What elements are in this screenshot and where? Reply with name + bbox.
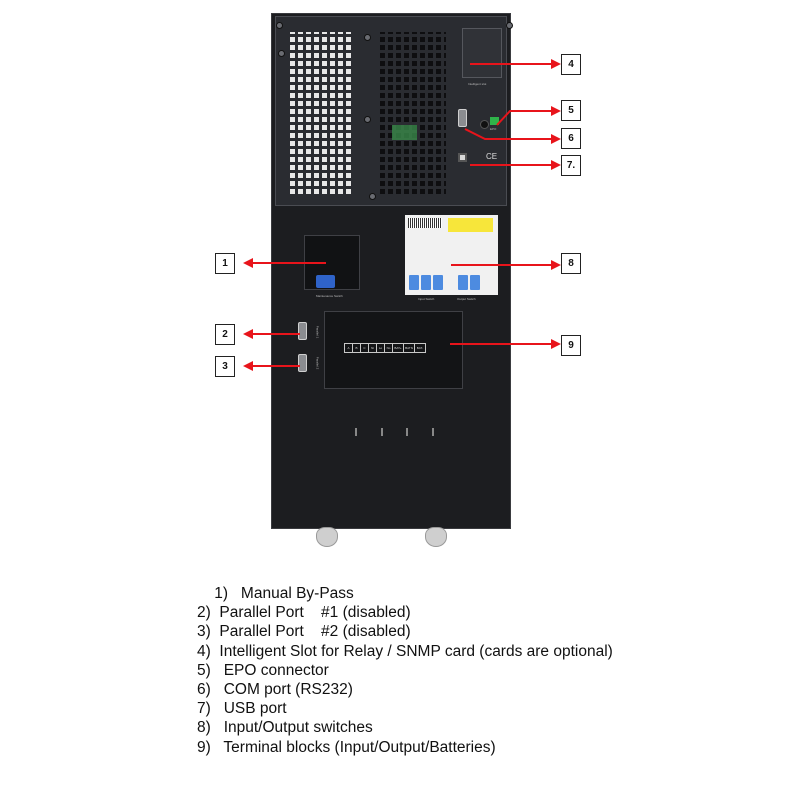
caster-wheel-right (425, 527, 447, 547)
parallel-port-2 (298, 354, 307, 372)
parallel-port-1 (298, 322, 307, 340)
legend-item-1: 1) Manual By-Pass (197, 585, 354, 602)
input-breaker (421, 275, 431, 290)
epo-connector (490, 117, 499, 125)
input-switch-label: Input Switch (418, 297, 435, 301)
intelligent-slot-cover (462, 28, 502, 78)
callout-box-2: 2 (215, 324, 235, 345)
warning-sticker (448, 218, 493, 232)
rs232-port (458, 109, 467, 127)
output-switch-label: Output Switch (457, 297, 476, 301)
output-breaker (470, 275, 480, 290)
callout-box-7: 7. (561, 155, 581, 176)
arrow-2-line (252, 333, 300, 335)
callout-box-1: 1 (215, 253, 235, 274)
caster-wheel-left (316, 527, 338, 547)
legend-item-4: 4) Intelligent Slot for Relay / SNMP car… (197, 642, 613, 660)
arrow-3-line (252, 365, 300, 367)
arrow-2-head (243, 329, 253, 339)
barcode (408, 218, 442, 228)
parallel-2-label: Parallel 2 (315, 356, 320, 370)
arrow-6 (464, 128, 561, 144)
legend-list: 1) Manual By-Pass 2) Parallel Port #1 (d… (197, 584, 613, 757)
screw (276, 22, 283, 29)
screw (369, 193, 376, 200)
legend-item-8: 8) Input/Output switches (197, 719, 373, 737)
parallel-1-label: Parallel 1 (315, 325, 320, 339)
legend-item-7: 7) USB port (197, 700, 287, 718)
mount-slot (381, 428, 383, 436)
ce-mark: CE (486, 152, 498, 161)
legend-item-9: 9) Terminal blocks (Input/Output/Batteri… (197, 738, 496, 756)
callout-box-8: 8 (561, 253, 581, 274)
legend-item-2: 2) Parallel Port #1 (disabled) (197, 604, 411, 622)
vent-grille-right (380, 32, 446, 194)
screw (506, 22, 513, 29)
intelligent-slot-label: Intelligent slot (468, 82, 487, 86)
arrow-3-head (243, 361, 253, 371)
maintenance-switch-label: Maintenance Switch (316, 294, 343, 298)
terminal-block-cover (324, 311, 463, 389)
mount-slot (355, 428, 357, 436)
callout-box-3: 3 (215, 356, 235, 377)
callout-box-6: 6 (561, 128, 581, 149)
maintenance-switch (316, 275, 335, 288)
legend-item-3: 3) Parallel Port #2 (disabled) (197, 623, 411, 641)
arrow-9-line (450, 343, 552, 345)
callout-box-5: 5 (561, 100, 581, 121)
screw (278, 50, 285, 57)
legend-item-5: 5) EPO connector (197, 661, 329, 679)
screw (364, 116, 371, 123)
arrow-7-line (470, 164, 552, 166)
mount-slot (432, 428, 434, 436)
terminal-label: BAT- (414, 343, 426, 353)
callout-box-9: 9 (561, 335, 581, 356)
input-breaker (409, 275, 419, 290)
arrow-4-head (551, 59, 561, 69)
legend-item-6: 6) COM port (RS232) (197, 681, 353, 699)
arrow-1-line (252, 262, 326, 264)
vent-grille-left (290, 32, 354, 194)
arrow-4-line (470, 63, 552, 65)
arrow-1-head (243, 258, 253, 268)
arrow-8-line (451, 264, 552, 266)
arrow-5 (496, 106, 561, 126)
usb-port (458, 153, 467, 162)
arrow-7-head (551, 160, 561, 170)
mount-slot (406, 428, 408, 436)
callout-box-4: 4 (561, 54, 581, 75)
arrow-8-head (551, 260, 561, 270)
input-breaker (433, 275, 443, 290)
screw (364, 34, 371, 41)
internal-pcb (392, 125, 417, 140)
epo-knob (480, 120, 489, 129)
epo-label: EPO (490, 127, 497, 131)
arrow-9-head (551, 339, 561, 349)
output-breaker (458, 275, 468, 290)
